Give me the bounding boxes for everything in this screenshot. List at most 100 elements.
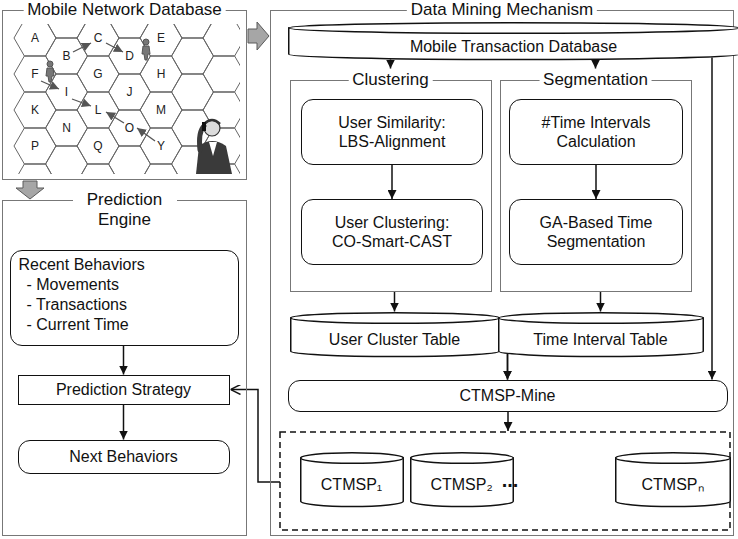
group-panel: ClusteringUser Similarity: LBS-Alignment… — [290, 80, 492, 292]
flow-arrow — [711, 57, 713, 379]
section-panel: Data Mining MechanismMobile Transaction … — [270, 10, 734, 536]
block-arrow — [248, 22, 269, 50]
cell-map — [14, 24, 240, 174]
process-box: User Similarity: LBS-Alignment — [301, 99, 483, 165]
cylinder-body — [300, 458, 403, 507]
block-arrow — [16, 181, 44, 199]
flow-arrow — [600, 292, 602, 312]
box-label: CTMSP₁ — [300, 475, 404, 494]
pattern-cylinder: CTMSP₁ — [300, 452, 404, 508]
list-item: - Movements — [19, 275, 230, 295]
cell-letter: E — [157, 31, 165, 45]
flow-arrow — [390, 60, 392, 69]
cell-letter: O — [125, 121, 134, 135]
flow-arrow — [595, 60, 597, 68]
text-group: User Similarity: LBS-Alignment — [322, 113, 462, 151]
database-cylinder: Mobile Transaction Database — [288, 22, 738, 61]
panel-title: Mobile Network Database — [23, 0, 226, 20]
cylinder-top — [615, 452, 730, 463]
pattern-cylinder: CTMSPₙ — [615, 452, 731, 508]
output-box: Next Behaviors — [18, 440, 230, 474]
table-cylinder: User Cluster Table — [290, 312, 500, 358]
cell-letter: I — [65, 85, 68, 99]
pattern-group-frame — [280, 432, 730, 530]
text-group: Time Interval Table — [498, 330, 704, 349]
process-box: CTMSP-Mine — [288, 380, 728, 412]
text-group: Recent Behaviors- Movements- Transaction… — [19, 255, 230, 335]
box-label: Prediction Strategy — [56, 380, 191, 399]
group-panel: Segmentation#Time Intervals CalculationG… — [500, 80, 692, 292]
movement-arrows — [41, 43, 155, 141]
cell-letter: B — [62, 49, 70, 63]
flow-arrow — [595, 165, 597, 199]
cell-letter: Y — [157, 139, 165, 153]
section-panel: Prediction EngineRecent Behaviors- Movem… — [2, 200, 247, 536]
cell-letter: N — [62, 121, 71, 135]
box-label: CTMSP-Mine — [459, 386, 555, 405]
box-label: User Similarity: LBS-Alignment — [322, 113, 462, 151]
cell-letter: K — [31, 103, 39, 117]
text-group: CTMSPₙ — [615, 475, 731, 494]
box-label: Time Interval Table — [498, 330, 704, 349]
text-group: CTMSP-Mine — [459, 386, 555, 405]
list-item: - Transactions — [19, 295, 230, 315]
process-box: GA-Based Time Segmentation — [509, 199, 683, 265]
ellipsis-label: ... — [502, 469, 519, 492]
text-group: CTMSP₁ — [300, 475, 404, 494]
text-group: CTMSP₂ — [410, 475, 514, 494]
cylinder-top — [410, 452, 513, 463]
box-label: Next Behaviors — [69, 447, 178, 466]
cylinder-body — [410, 458, 513, 507]
flow-arrow — [507, 352, 509, 380]
box-label: CTMSPₙ — [615, 475, 731, 494]
cell-letter: D — [125, 49, 134, 63]
panel-title: Segmentation — [539, 70, 652, 90]
pattern-cylinder: CTMSP₂ — [410, 452, 514, 508]
panel-title: Prediction Engine — [73, 190, 177, 230]
cell-letter: G — [93, 67, 102, 81]
user-figure — [142, 39, 150, 60]
cell-letter: C — [94, 31, 103, 45]
text-group: Mobile Transaction Database — [288, 37, 738, 56]
process-box: #Time Intervals Calculation — [509, 99, 683, 165]
text-group: Next Behaviors — [69, 447, 178, 466]
text-group: #Time Intervals Calculation — [526, 113, 666, 151]
cell-letter: Q — [93, 139, 102, 153]
cell-letter: H — [157, 67, 166, 81]
text-group: User Cluster Table — [290, 330, 500, 349]
box-label: CTMSP₂ — [410, 475, 514, 494]
cylinder-top — [290, 312, 499, 323]
process-box: User Clustering: CO-Smart-CAST — [301, 199, 483, 265]
flow-arrow — [123, 405, 125, 440]
input-box: Recent Behaviors- Movements- Transaction… — [10, 250, 239, 346]
cell-letter: A — [31, 31, 39, 45]
cylinder-body — [615, 458, 730, 507]
table-cylinder: Time Interval Table — [498, 312, 704, 358]
cell-letter: J — [127, 85, 133, 99]
cylinder-top — [288, 22, 738, 33]
flow-arrow — [394, 292, 396, 312]
flow-arrow — [123, 346, 125, 375]
text-group: Prediction Strategy — [56, 380, 191, 399]
box-label: User Cluster Table — [290, 330, 500, 349]
process-box: Prediction Strategy — [18, 375, 230, 405]
cell-letter: P — [31, 139, 39, 153]
text-group: User Clustering: CO-Smart-CAST — [322, 213, 462, 251]
flow-arrow — [507, 412, 509, 432]
box-label: User Clustering: CO-Smart-CAST — [322, 213, 462, 251]
feed-arrow — [231, 390, 281, 483]
box-label: Mobile Transaction Database — [288, 37, 738, 56]
text-group: GA-Based Time Segmentation — [526, 213, 666, 251]
list-item: - Current Time — [19, 315, 230, 335]
cylinder-top — [300, 452, 403, 463]
cell-letter: L — [95, 103, 102, 117]
cylinder-top — [498, 312, 703, 323]
panel-title: Data Mining Mechanism — [407, 0, 597, 20]
flow-arrow — [391, 165, 393, 199]
panel-title: Clustering — [348, 70, 433, 90]
user-figure — [46, 61, 54, 82]
box-heading: Recent Behaviors — [19, 255, 230, 275]
box-label: GA-Based Time Segmentation — [526, 213, 666, 251]
cell-letter: F — [31, 67, 38, 81]
phone-user-figure — [196, 120, 232, 174]
